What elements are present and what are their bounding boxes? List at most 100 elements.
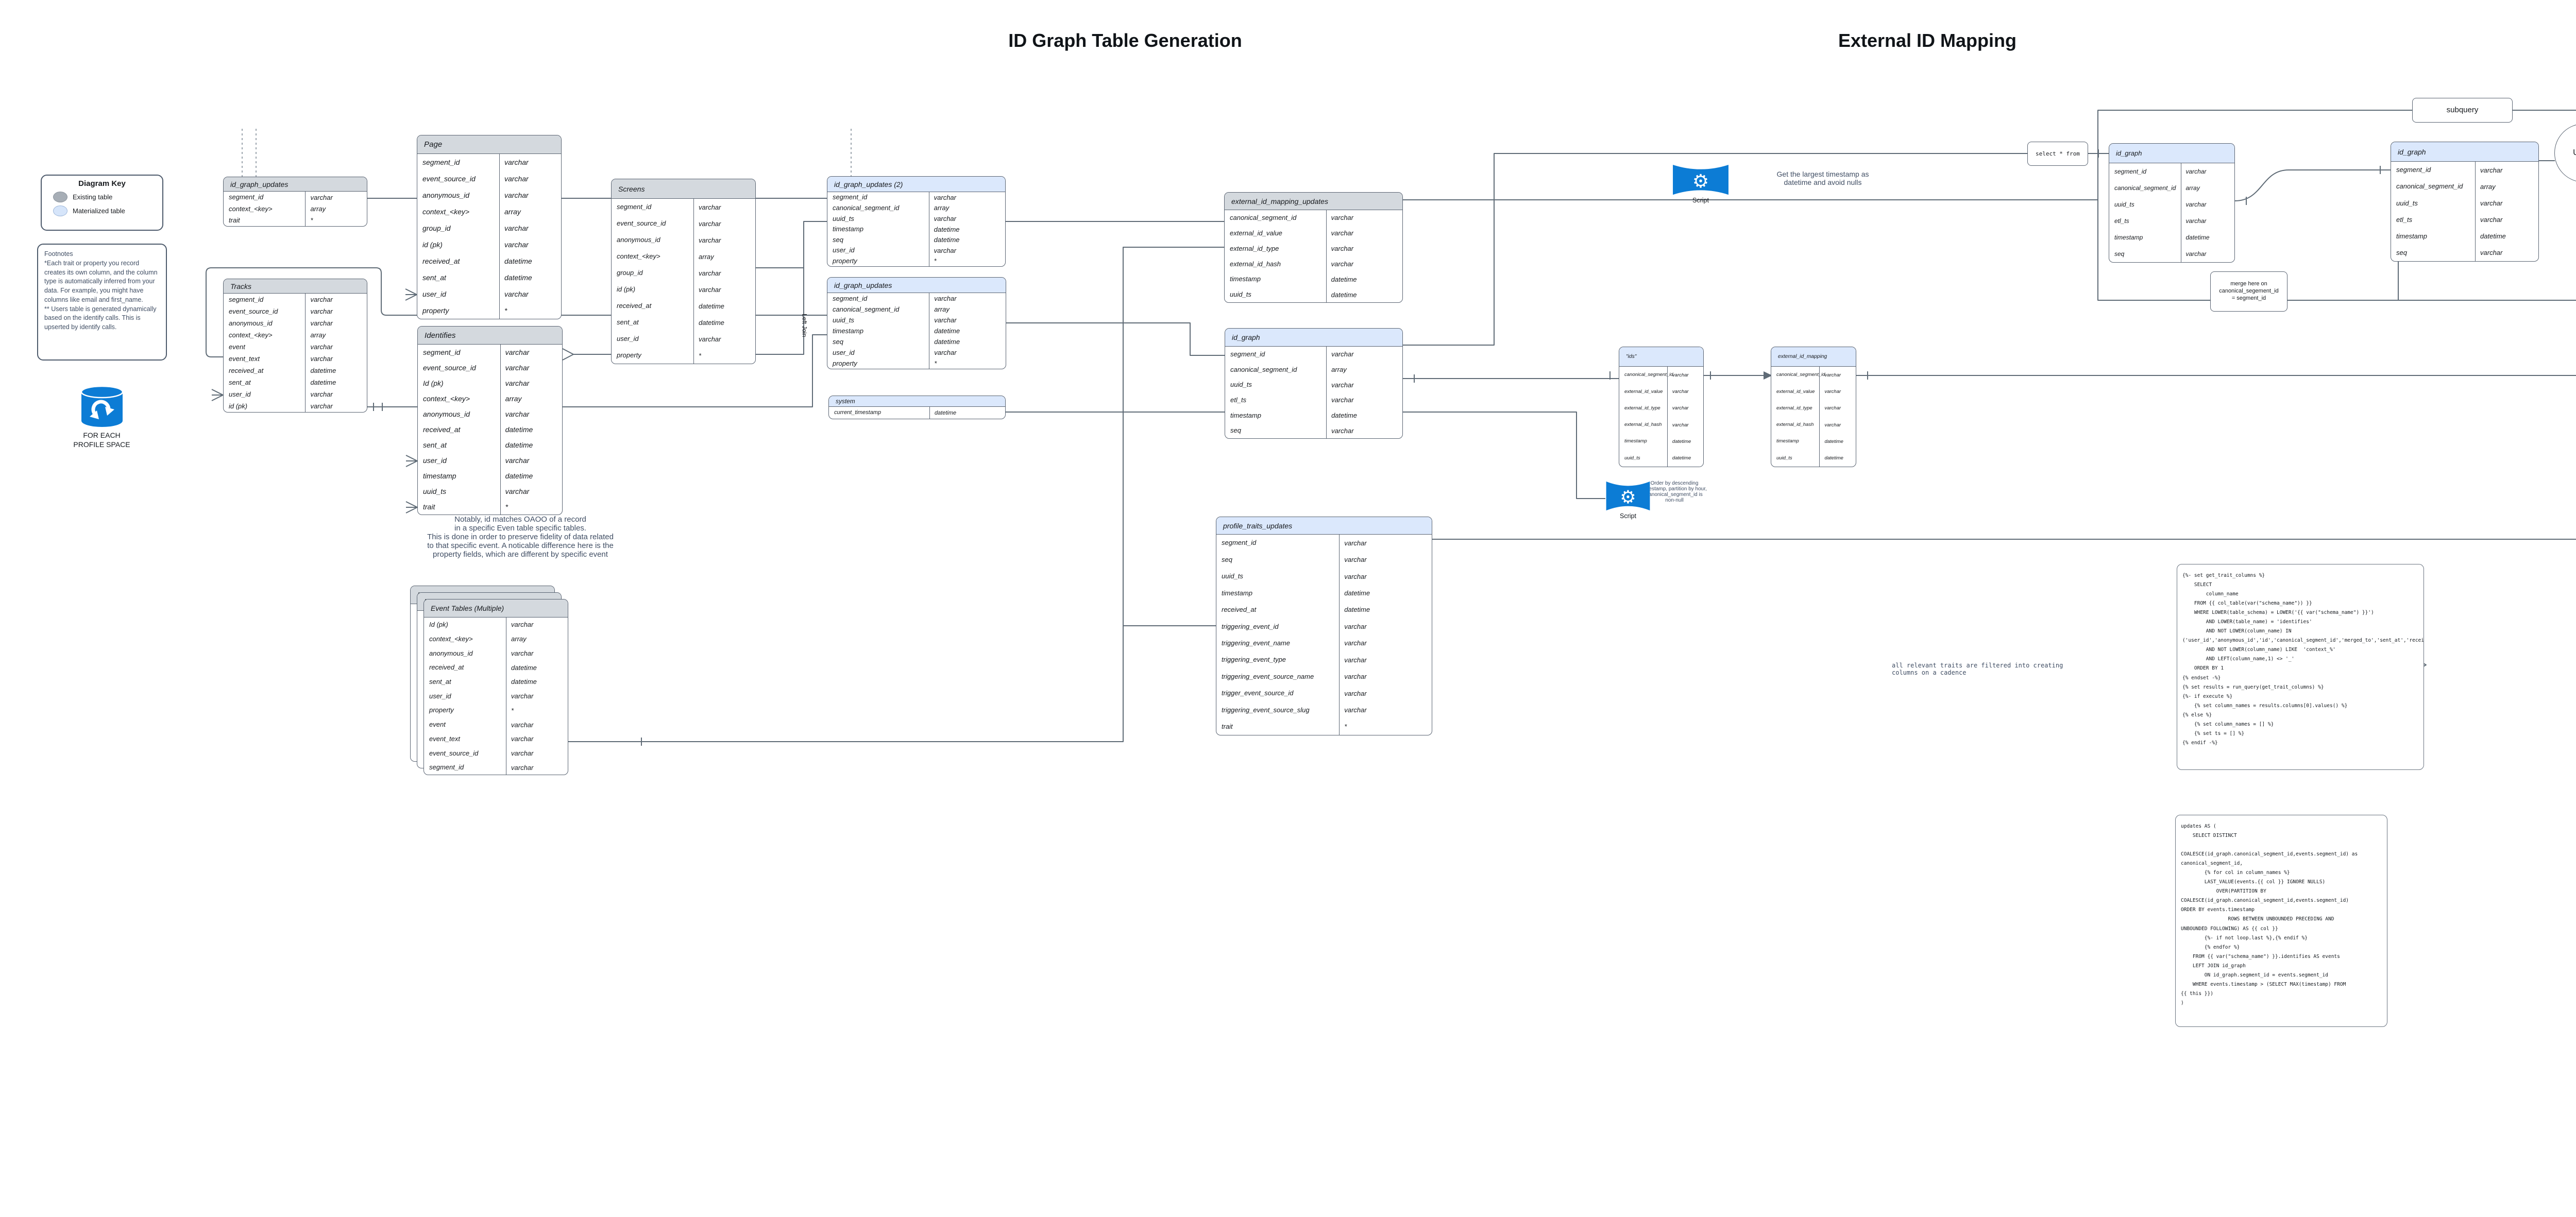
diagram-key: Diagram Key Existing table Materialized …	[41, 175, 163, 231]
section-title-profile-traits: Profile Traits	[2501, 30, 2576, 52]
field-name: timestamp	[1624, 438, 1647, 444]
field-type: array	[305, 203, 367, 215]
field-name: uuid_ts	[833, 316, 854, 324]
field-type: varchar	[2475, 211, 2538, 228]
field-type: varchar	[1339, 635, 1432, 652]
field-name: external_id_type	[1624, 405, 1660, 411]
field-name: id (pk)	[229, 402, 248, 410]
field-type: datetime	[506, 674, 568, 689]
table-title: "ids"	[1626, 354, 1637, 359]
field-type: varchar	[1339, 651, 1432, 669]
field-type: datetime	[1667, 433, 1703, 450]
table-row: property*	[424, 703, 568, 718]
table-row: property*	[417, 302, 561, 319]
table-title: profile_traits_updates	[1223, 521, 1293, 530]
table-row: timestamp datetime	[1619, 433, 1703, 450]
field-type: *	[499, 302, 561, 319]
field-name: trait	[229, 216, 240, 224]
field-name: trait	[1222, 723, 1233, 731]
field-type: varchar	[1326, 225, 1402, 241]
section-title-external-id-mapping: External ID Mapping	[1838, 30, 2017, 51]
field-name: seq	[1230, 426, 1241, 435]
field-name: canonical_segment_id	[1230, 365, 1297, 373]
field-type: varchar	[305, 400, 367, 412]
label-subquery: subquery	[2412, 98, 2513, 123]
field-type: datetime	[929, 407, 1005, 419]
table-header: Page	[417, 135, 561, 154]
field-type: datetime	[929, 336, 1006, 347]
table-title: system	[836, 398, 855, 405]
field-type: datetime	[305, 376, 367, 388]
field-name: segment_id	[617, 203, 652, 211]
field-type: varchar	[506, 646, 568, 661]
field-type: varchar	[693, 265, 755, 281]
table-header: external_id_mapping	[1771, 347, 1856, 367]
field-name: Id (pk)	[429, 621, 448, 629]
field-name: context_<key>	[422, 207, 470, 216]
field-type: datetime	[1339, 585, 1432, 602]
field-name: segment_id	[833, 294, 868, 302]
field-type: varchar	[693, 215, 755, 232]
field-name: user_id	[422, 289, 446, 298]
field-name: triggering_event_source_slug	[1222, 706, 1310, 714]
table-title: id_graph	[1232, 333, 1260, 341]
field-name: uuid_ts	[833, 214, 854, 222]
field-type: varchar	[305, 388, 367, 400]
table-title: Screens	[618, 184, 645, 193]
field-type: varchar	[1819, 383, 1856, 400]
field-name: external_id_hash	[1776, 422, 1814, 428]
field-type: varchar	[1819, 416, 1856, 434]
traits-filtered-note: all relevant traits are filtered into cr…	[1892, 662, 2063, 676]
field-name: segment_id	[429, 763, 464, 772]
field-name: external_id_hash	[1624, 422, 1662, 428]
table-header: external_id_mapping_updates	[1225, 193, 1402, 210]
field-name: uuid_ts	[2114, 200, 2134, 208]
field-type: varchar	[500, 453, 562, 468]
field-name: uuid_ts	[423, 487, 447, 495]
field-name: user_id	[617, 335, 639, 343]
field-name: sent_at	[423, 440, 447, 449]
field-type: varchar	[693, 232, 755, 248]
table-title: external_id_mapping	[1778, 354, 1827, 359]
field-name: timestamp	[1230, 275, 1261, 283]
field-type: *	[500, 499, 562, 515]
table-row: external_id_hash varchar	[1771, 416, 1856, 434]
field-type: *	[1339, 718, 1432, 735]
field-name: anonymous_id	[429, 649, 473, 657]
field-name: uuid_ts	[1230, 381, 1252, 389]
field-name: canonical_segment_id	[2396, 182, 2463, 191]
field-type: datetime	[693, 298, 755, 314]
